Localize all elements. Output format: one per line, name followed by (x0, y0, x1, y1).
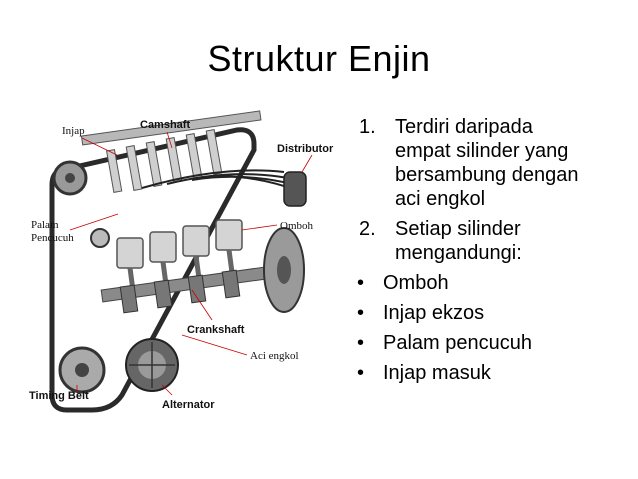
distributor-shape (283, 171, 307, 207)
label-injap: Injap (62, 125, 85, 137)
label-distributor: Distributor (277, 143, 334, 155)
engine-diagram: Injap Camshaft Distributor Palam Pencucu… (29, 110, 334, 413)
bullet-item-4: • Injap masuk (355, 361, 625, 385)
bullet-item-1: • Omboh (355, 271, 625, 295)
piston-2-shape (149, 231, 177, 263)
piston-1-shape (116, 237, 144, 269)
label-aci-engkol: Aci engkol (250, 350, 299, 362)
item-1-line-3: bersambung dengan (395, 164, 579, 186)
label-timing-belt: Timing Belt (29, 390, 89, 402)
bullet-2-text: Injap ekzos (383, 302, 485, 324)
camshaft-shape (80, 110, 262, 146)
label-omboh: Omboh (280, 220, 314, 232)
label-alternator: Alternator (162, 399, 215, 411)
label-palam: Palam (31, 219, 59, 231)
label-camshaft: Camshaft (140, 119, 190, 131)
item-2-marker: 2. (359, 218, 376, 240)
item-1-marker: 1. (359, 116, 376, 138)
label-crankshaft: Crankshaft (187, 324, 245, 336)
piston-4-shape (215, 219, 243, 251)
bullet-3-marker: • (357, 332, 365, 354)
bullet-4-marker: • (357, 362, 365, 384)
numbered-item-1: 1. Terdiri daripada empat silinder yang … (355, 115, 625, 211)
tensioner-shape (90, 228, 110, 248)
bullet-2-marker: • (357, 302, 365, 324)
bullet-4-text: Injap masuk (383, 362, 491, 384)
item-1-line-2: empat silinder yang (395, 140, 569, 162)
numbered-item-2: 2. Setiap silinder mengandungi: (355, 217, 625, 265)
timing-belt-shape (49, 127, 257, 413)
slide-title: Struktur Enjin (207, 38, 431, 79)
bullet-1-text: Omboh (383, 272, 449, 294)
bullet-3-text: Palam pencucuh (383, 332, 532, 354)
item-1-line-4: aci engkol (395, 188, 486, 210)
bullet-1-marker: • (357, 272, 365, 294)
item-1-line-1: Terdiri daripada (395, 116, 533, 138)
item-2-line-1: Setiap silinder (395, 218, 521, 240)
bullet-item-3: • Palam pencucuh (355, 331, 625, 355)
bullet-item-2: • Injap ekzos (355, 301, 625, 325)
label-pencucuh: Pencucuh (31, 232, 74, 244)
item-2-line-2: mengandungi: (395, 242, 522, 264)
content-text: 1. Terdiri daripada empat silinder yang … (355, 115, 625, 391)
piston-3-shape (182, 225, 210, 257)
